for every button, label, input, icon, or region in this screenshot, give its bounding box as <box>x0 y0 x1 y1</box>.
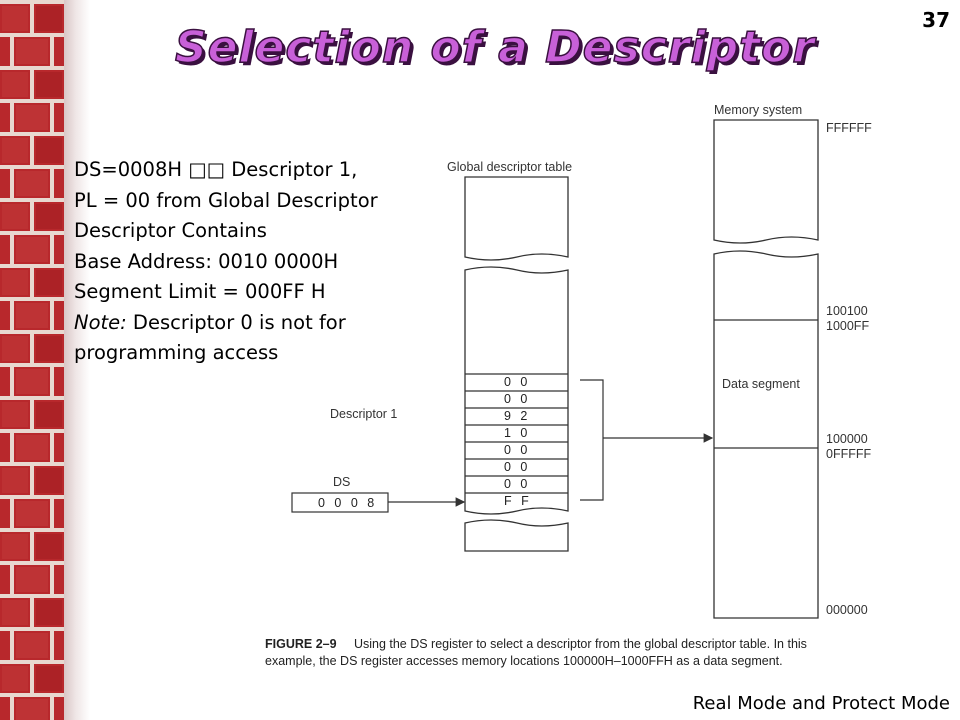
descriptor-byte: 9 2 <box>504 409 530 423</box>
descriptor-1-label: Descriptor 1 <box>330 407 397 421</box>
descriptor-bracket <box>580 379 604 501</box>
descriptor-byte: 0 0 <box>504 392 530 406</box>
text-line-1: DS=0008H □□ Descriptor 1, <box>74 158 358 181</box>
memory-top-block <box>713 119 819 244</box>
gdt-bottom-block <box>464 519 569 552</box>
text-line-6: Note: Descriptor 0 is not for <box>74 308 454 339</box>
ds-label: DS <box>333 475 350 489</box>
caption-line-2: example, the DS register accesses memory… <box>265 654 783 668</box>
descriptor-byte-values: 0 0 0 0 9 2 1 0 0 0 0 0 0 0 F F <box>504 375 532 508</box>
descriptor-byte: 0 0 <box>504 375 530 389</box>
gdt-descriptor-block <box>464 266 569 515</box>
text-line-7: programming access <box>74 341 279 364</box>
note-label: Note: <box>74 310 127 334</box>
descriptor-byte: 0 0 <box>504 460 530 474</box>
note-text: Descriptor 0 is not for <box>126 310 346 334</box>
footer-text: Real Mode and Protect Mode <box>692 693 950 714</box>
address-label: 0FFFFF <box>826 447 871 461</box>
descriptor-byte: 1 0 <box>504 426 530 440</box>
gdt-top-block <box>464 176 569 261</box>
figure-label: FIGURE 2–9 <box>265 637 337 651</box>
descriptor-byte: 0 0 <box>504 477 530 491</box>
slide-number: 37 <box>922 8 950 32</box>
brick-border-decoration <box>0 0 64 720</box>
text-line-3: Descriptor Contains <box>74 219 267 242</box>
ds-register-value: 0 0 0 8 <box>318 496 377 510</box>
figure-caption: FIGURE 2–9 Using the DS register to sele… <box>265 636 905 670</box>
descriptor-byte: F F <box>504 494 532 508</box>
text-line-5: Segment Limit = 000FF H <box>74 280 326 303</box>
border-shadow <box>64 0 90 720</box>
data-segment-label: Data segment <box>722 377 800 391</box>
text-line-4: Base Address: 0010 0000H <box>74 249 339 273</box>
text-line-2: PL = 00 from Global Descriptor <box>74 188 378 212</box>
gdt-label: Global descriptor table <box>447 160 572 174</box>
memory-main-block <box>713 250 819 619</box>
memory-system-label: Memory system <box>714 103 802 117</box>
explanation-text: DS=0008H □□ Descriptor 1, PL = 00 from G… <box>74 155 454 369</box>
address-label: 1000FF <box>826 319 869 333</box>
address-label: FFFFFF <box>826 121 872 135</box>
address-label: 100000 <box>826 432 868 446</box>
address-label: 100100 <box>826 304 868 318</box>
slide-title: Selection of a Descriptor <box>174 21 816 74</box>
descriptor-rows <box>465 373 568 494</box>
caption-line-1: Using the DS register to select a descri… <box>353 637 807 651</box>
address-label: 000000 <box>826 603 868 617</box>
descriptor-byte: 0 0 <box>504 443 530 457</box>
memory-addresses: FFFFFF 100100 1000FF 100000 0FFFFF 00000… <box>826 121 872 617</box>
